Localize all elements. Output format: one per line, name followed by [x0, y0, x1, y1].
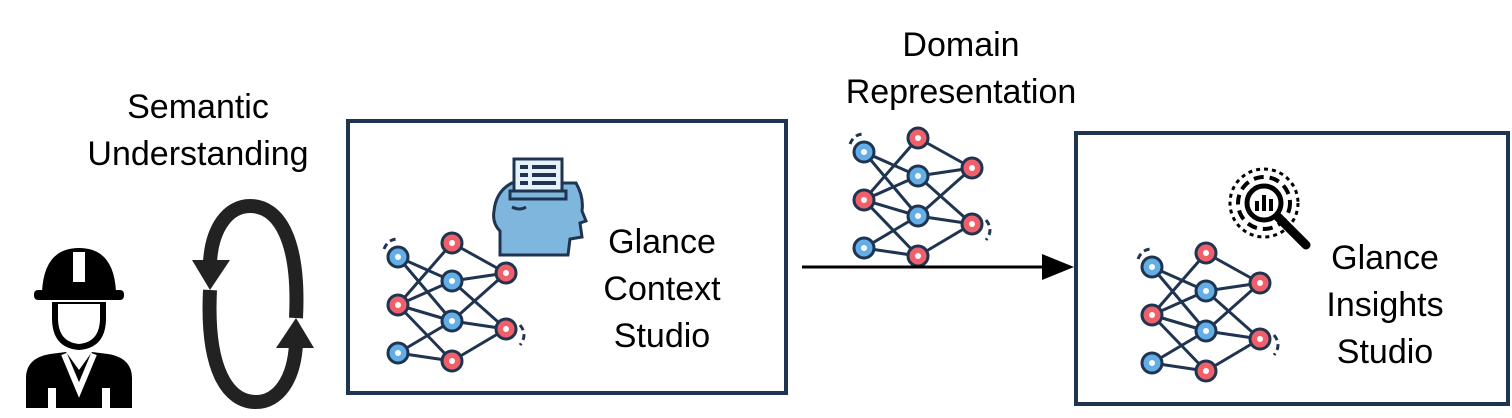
network-node-center	[1149, 264, 1155, 270]
network-node-center	[1203, 288, 1209, 294]
network-edge	[1205, 289, 1261, 341]
network-node-center	[969, 165, 975, 171]
network-node-center	[449, 358, 455, 364]
network-edge	[862, 137, 920, 201]
magnifier-chart-icon	[1228, 167, 1311, 250]
neural-network-icon	[1136, 241, 1280, 383]
insights-studio-box: Glance Insights Studio	[1074, 131, 1510, 406]
context-studio-label: Glance Context Studio	[603, 223, 721, 355]
network-edge	[1150, 313, 1208, 373]
network-arc	[1272, 334, 1280, 356]
network-arc	[382, 237, 399, 250]
network-node-center	[449, 278, 455, 284]
network-node-center	[1257, 280, 1263, 286]
cycle-arrows-icon	[192, 198, 314, 410]
domain-representation-label: Domain Representation	[845, 26, 1077, 111]
neural-network-icon	[848, 126, 992, 268]
network-node-center	[1203, 368, 1209, 374]
network-node-center	[1203, 328, 1209, 334]
network-node-center	[395, 350, 401, 356]
network-edge	[862, 198, 920, 258]
neural-network-icon	[382, 231, 526, 373]
network-edge	[917, 166, 973, 218]
network-edge	[1150, 252, 1208, 316]
network-node-center	[915, 213, 921, 219]
network-node-center	[503, 270, 509, 276]
context-studio-box: Glance Context Studio	[346, 119, 788, 395]
network-node-center	[915, 253, 921, 259]
network-edge	[396, 242, 454, 306]
network-node-center	[861, 149, 867, 155]
network-edge	[917, 174, 973, 226]
network-node-center	[395, 302, 401, 308]
network-edge	[1205, 281, 1261, 333]
network-node-center	[861, 197, 867, 203]
network-node-center	[915, 173, 921, 179]
network-arc	[848, 132, 865, 145]
network-node-center	[503, 326, 509, 332]
semantic-understanding-label: Semantic Understanding	[87, 88, 309, 173]
network-arc	[1136, 247, 1153, 260]
insights-studio-label: Glance Insights Studio	[1326, 239, 1444, 371]
network-node-center	[1149, 360, 1155, 366]
network-node-center	[1203, 250, 1209, 256]
network-edge	[396, 303, 454, 363]
network-node-center	[915, 135, 921, 141]
network-node-center	[449, 240, 455, 246]
network-node-center	[1257, 336, 1263, 342]
network-node-center	[395, 254, 401, 260]
network-node-center	[1149, 312, 1155, 318]
network-edge	[862, 151, 920, 217]
network-node-center	[449, 318, 455, 324]
network-edge	[451, 279, 507, 331]
network-arc	[518, 324, 526, 346]
network-edge	[1150, 266, 1208, 332]
head-document-icon	[492, 157, 588, 257]
network-node-center	[969, 221, 975, 227]
network-arc	[984, 219, 992, 241]
network-node-center	[861, 245, 867, 251]
worker-icon	[26, 248, 132, 408]
flow-arrow	[802, 254, 1074, 280]
network-edge	[396, 256, 454, 322]
network-edge	[451, 271, 507, 323]
